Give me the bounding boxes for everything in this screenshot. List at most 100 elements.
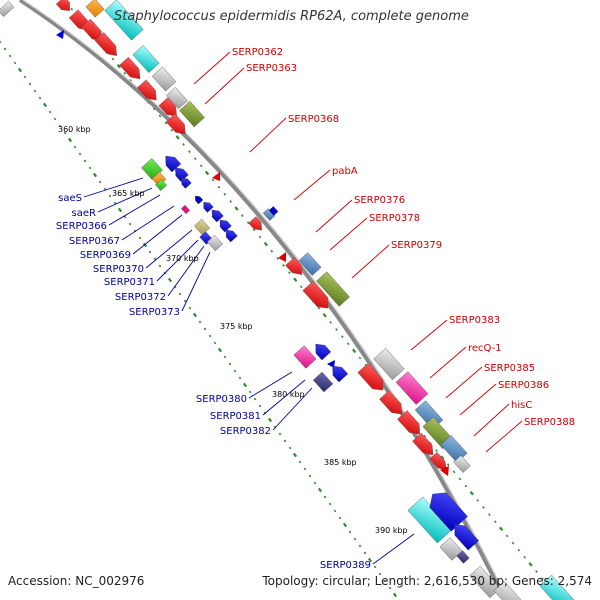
gene-feature bbox=[298, 252, 322, 276]
gc-tick-row-inner bbox=[117, 207, 123, 213]
label-leader-line bbox=[204, 67, 245, 105]
gene-label-serp0383[interactable]: SERP0383 bbox=[449, 315, 500, 326]
gc-tick-row-outer bbox=[493, 520, 497, 524]
gene-label-serp0385[interactable]: SERP0385 bbox=[484, 363, 535, 374]
gene-label-serp0367[interactable]: SERP0367 bbox=[69, 236, 120, 247]
gc-tick-row-inner bbox=[63, 131, 67, 135]
gc-tick-row-inner bbox=[283, 439, 287, 443]
gene-feature bbox=[165, 155, 182, 173]
label-leader-line bbox=[473, 403, 510, 437]
gc-tick-row-inner bbox=[313, 481, 317, 485]
gene-feature bbox=[454, 524, 479, 551]
gc-tick-row-inner bbox=[342, 522, 348, 528]
label-leader-line bbox=[445, 366, 483, 399]
gene-label-pabA[interactable]: pabA bbox=[332, 166, 358, 177]
label-leader-line bbox=[459, 383, 497, 416]
gene-label-serp0380[interactable]: SERP0380 bbox=[196, 394, 247, 405]
gc-tick-row-inner bbox=[388, 586, 392, 590]
gc-tick-row-inner bbox=[367, 557, 373, 563]
gene-feature bbox=[493, 580, 525, 600]
gene-label-hisC[interactable]: hisC bbox=[511, 400, 532, 411]
gc-tick-row-inner bbox=[38, 96, 42, 100]
gene-feature bbox=[203, 202, 214, 213]
gene-feature bbox=[181, 178, 192, 189]
gene-label-serp0388[interactable]: SERP0388 bbox=[524, 417, 575, 428]
gene-label-serp0389[interactable]: SERP0389 bbox=[320, 560, 371, 571]
gene-label-serp0370[interactable]: SERP0370 bbox=[93, 264, 144, 275]
gene-feature bbox=[94, 32, 117, 56]
gene-label-serp0376[interactable]: SERP0376 bbox=[354, 195, 405, 206]
kbp-label-370: 370 kbp bbox=[166, 254, 199, 263]
label-leader-line bbox=[97, 187, 153, 213]
gc-tick-row-inner bbox=[217, 347, 223, 353]
gene-label-serp0381[interactable]: SERP0381 bbox=[210, 411, 261, 422]
gc-tick-row-outer bbox=[129, 79, 132, 82]
gene-label-serp0372[interactable]: SERP0372 bbox=[115, 292, 166, 303]
gc-tick-row-outer bbox=[505, 534, 509, 538]
label-leader-line bbox=[293, 169, 331, 201]
gc-tick-row-inner bbox=[323, 495, 327, 499]
gc-tick-row-outer bbox=[258, 235, 262, 239]
gc-tick-row-outer bbox=[346, 342, 350, 346]
label-leader-line bbox=[249, 117, 287, 153]
gc-tick-row-inner bbox=[373, 565, 377, 569]
gc-tick-row-inner bbox=[92, 172, 98, 178]
label-leader-line bbox=[167, 245, 205, 297]
gc-tick-row-inner bbox=[3, 47, 7, 51]
gene-label-serp0379[interactable]: SERP0379 bbox=[391, 240, 442, 251]
gene-label-saeR[interactable]: saeR bbox=[72, 208, 96, 219]
gc-tick-row-inner bbox=[383, 579, 387, 583]
gc-tick-row-outer bbox=[469, 491, 474, 496]
gene-label-serp0369[interactable]: SERP0369 bbox=[80, 250, 131, 261]
gene-feature bbox=[55, 0, 70, 11]
gene-label-recQ-1[interactable]: recQ-1 bbox=[468, 343, 502, 354]
gc-tick-row-outer bbox=[352, 348, 357, 354]
gc-tick-row-inner bbox=[8, 54, 12, 58]
gene-feature bbox=[278, 252, 286, 262]
gc-tick-row-inner bbox=[208, 334, 212, 338]
gene-label-serp0368[interactable]: SERP0368 bbox=[288, 114, 339, 125]
gene-label-serp0373[interactable]: SERP0373 bbox=[129, 307, 180, 318]
gene-label-serp0378[interactable]: SERP0378 bbox=[369, 213, 420, 224]
gene-feature bbox=[379, 390, 402, 415]
gc-tick-row-outer bbox=[528, 562, 533, 567]
gc-tick-row-outer bbox=[211, 178, 215, 182]
gc-tick-row-inner bbox=[317, 487, 323, 493]
gene-label-serp0371[interactable]: SERP0371 bbox=[104, 277, 155, 288]
gene-label-serp0362[interactable]: SERP0362 bbox=[232, 47, 283, 58]
gene-label-serp0366[interactable]: SERP0366 bbox=[56, 221, 107, 232]
gc-tick-row-inner bbox=[353, 537, 357, 541]
gc-tick-row-inner bbox=[233, 369, 237, 373]
gene-label-serp0382[interactable]: SERP0382 bbox=[220, 426, 271, 437]
gc-tick-row-outer bbox=[452, 470, 456, 474]
gc-tick-row-inner bbox=[113, 201, 117, 205]
gene-feature bbox=[181, 204, 190, 215]
gene-feature bbox=[0, 1, 15, 17]
gc-tick-row-inner bbox=[198, 320, 202, 324]
gc-tick-row-inner bbox=[267, 417, 273, 423]
gc-tick-row-inner bbox=[348, 530, 352, 534]
label-leader-line bbox=[156, 239, 199, 282]
gene-label-saeS[interactable]: saeS bbox=[58, 193, 82, 204]
gene-feature bbox=[219, 219, 232, 233]
gc-tick-row-outer bbox=[116, 63, 121, 69]
gc-tick-row-inner bbox=[128, 222, 132, 226]
gene-feature bbox=[285, 257, 303, 275]
label-leader-line bbox=[83, 177, 144, 198]
gc-tick-row-outer bbox=[175, 135, 180, 140]
gene-label-serp0386[interactable]: SERP0386 bbox=[498, 380, 549, 391]
gc-tick-row-inner bbox=[228, 362, 232, 366]
gc-tick-row-inner bbox=[167, 277, 173, 283]
gene-feature bbox=[119, 56, 141, 80]
gc-tick-row-outer bbox=[317, 306, 321, 310]
gc-tick-row-outer bbox=[482, 506, 485, 509]
gc-dot-rows bbox=[0, 0, 562, 600]
gc-tick-row-outer bbox=[270, 249, 274, 253]
gene-label-serp0363[interactable]: SERP0363 bbox=[246, 63, 297, 74]
gene-feature bbox=[104, 0, 144, 41]
gene-feature bbox=[136, 79, 157, 101]
gc-tick-row-inner bbox=[58, 124, 62, 128]
gc-tick-row-inner bbox=[42, 102, 48, 108]
gc-tick-row-inner bbox=[17, 67, 23, 73]
